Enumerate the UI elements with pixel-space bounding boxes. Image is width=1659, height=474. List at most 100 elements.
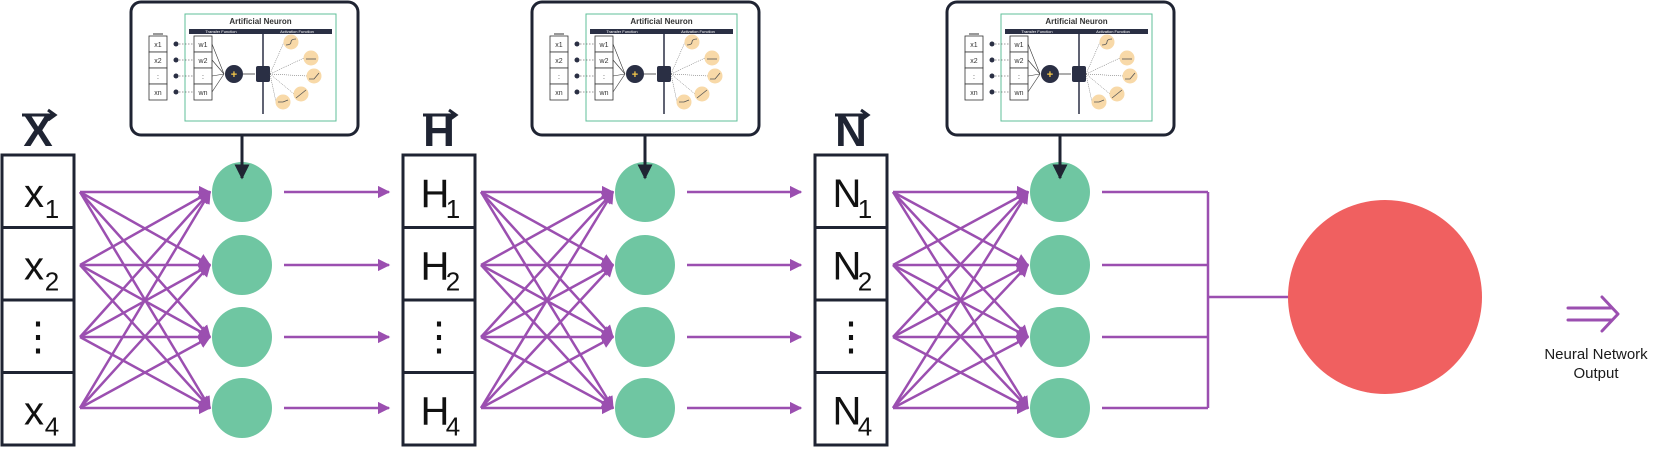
thumbnail-title: Artificial Neuron — [229, 17, 291, 26]
neuron — [212, 235, 272, 295]
vector-cell: N2 — [813, 226, 889, 302]
cell-subscript: 1 — [858, 194, 872, 224]
thumbnail-multiply-dot — [574, 89, 580, 95]
cell-box — [0, 298, 76, 374]
cell-box — [401, 371, 477, 447]
cell-ellipsis: ⋮ — [18, 315, 58, 359]
vector-cell: ⋮ — [813, 298, 889, 374]
thumbnail-input-text: : — [973, 74, 975, 81]
connection-edges — [78, 185, 1288, 415]
edge-arrow — [78, 190, 212, 409]
thumbnail-weight-text: w1 — [198, 42, 208, 49]
cell-box — [0, 371, 76, 447]
thumbnail-weight-text: : — [202, 74, 204, 81]
vector-cell: H1 — [401, 153, 477, 229]
edge-arrow — [892, 190, 1030, 267]
thumbnail-sum-link — [211, 73, 225, 77]
thumbnail-sum-link — [211, 43, 225, 75]
output-neuron — [1288, 200, 1482, 394]
thumbnail-sum-link — [612, 59, 626, 75]
cell-box — [401, 226, 477, 302]
thumbnail-multiply-dot — [574, 41, 580, 47]
thumbnail-activation-curve — [1094, 99, 1105, 103]
thumbnail-multiply-dot — [989, 57, 995, 63]
thumbnail-weight-text: w2 — [198, 58, 208, 65]
thumbnail-activation-curve — [295, 89, 307, 99]
neuron — [615, 378, 675, 438]
thumbnail-header-bar — [189, 29, 332, 34]
thumbnail-input-text: x2 — [154, 58, 162, 65]
thumbnail-activation-curve — [686, 38, 698, 46]
cell-subscript: 1 — [45, 194, 59, 224]
thumbnail-sum-symbol: + — [231, 69, 237, 81]
activation-function-header: Activation Function — [1096, 29, 1130, 34]
thumbnail-input-cell — [549, 83, 569, 101]
thumbnail-input-text: : — [157, 74, 159, 81]
thumbnail-transfer-box — [657, 66, 671, 82]
thumbnail-input-text: x2 — [970, 58, 978, 65]
thumbnail-transfer-box — [1072, 66, 1086, 82]
cell-symbol: H — [421, 390, 450, 434]
thumbnail-title: Artificial Neuron — [630, 17, 692, 26]
cell-subscript: 4 — [446, 412, 460, 442]
thumbnail-weight-text: : — [603, 74, 605, 81]
edge-arrow — [479, 190, 615, 409]
thumbnail-activation-link — [1085, 73, 1124, 77]
thumbnail-weight-text: w1 — [599, 42, 609, 49]
thumbnail-activation-icon — [707, 68, 723, 84]
thumbnail-activation-link — [1085, 73, 1111, 95]
thumbnail-activation-link — [670, 57, 706, 75]
vector-arrowhead — [860, 108, 871, 122]
thumbnail-sum-link — [612, 73, 626, 93]
thumbnail-input-text: xn — [154, 90, 162, 97]
thumbnail-input-cell — [964, 83, 984, 101]
cell-symbol: N — [833, 172, 862, 216]
thumbnail-activation-icon — [306, 68, 322, 84]
neuron — [1030, 162, 1090, 222]
thumbnail-activation-link — [269, 73, 308, 77]
thumbnail-input-text: x2 — [555, 58, 563, 65]
thumbnail-activation-link — [670, 73, 678, 103]
transfer-function-header: Transfer Function — [1021, 29, 1052, 34]
thumbnail-sum-link — [1027, 73, 1041, 77]
thumbnail-sum-link — [612, 73, 626, 77]
thumbnail-sum-node — [626, 65, 644, 83]
edge-arrow — [892, 335, 1030, 410]
thumbnail-weight-text: w2 — [1014, 58, 1024, 65]
thumbnail-multiply-dot — [173, 73, 179, 79]
thumbnail-sum-node — [1041, 65, 1059, 83]
cell-symbol: H — [421, 172, 450, 216]
output-section: Neural Network Output — [1288, 200, 1648, 394]
cell-subscript: 2 — [858, 267, 872, 297]
edge-arrow — [79, 190, 212, 267]
vector-cell: ⋮ — [401, 298, 477, 374]
thumbnail-activation-curve — [278, 99, 289, 103]
thumbnail-header-bar — [590, 29, 733, 34]
thumbnail-multiply-dot — [173, 89, 179, 95]
thumbnail-sum-symbol: + — [632, 69, 638, 81]
thumbnail-activation-curve — [1101, 38, 1113, 46]
edge-arrow — [480, 264, 614, 409]
thumbnail-sum-node — [225, 65, 243, 83]
neuron — [1030, 307, 1090, 367]
thumbnail-activation-link — [1085, 57, 1121, 75]
vector-cell: N1 — [813, 153, 889, 229]
vector-cell: ⋮ — [0, 298, 76, 374]
thumbnail-transfer-box — [256, 66, 270, 82]
neuron — [615, 162, 675, 222]
edge-arrow — [480, 191, 614, 338]
thumbnail-activation-curve — [285, 38, 297, 46]
thumbnail-activation-curve — [1111, 89, 1123, 99]
transfer-function-header: Transfer Function — [205, 29, 236, 34]
cell-subscript: 4 — [858, 412, 872, 442]
thumbnail-multiply-dot — [989, 73, 995, 79]
edge-arrow — [480, 335, 615, 410]
